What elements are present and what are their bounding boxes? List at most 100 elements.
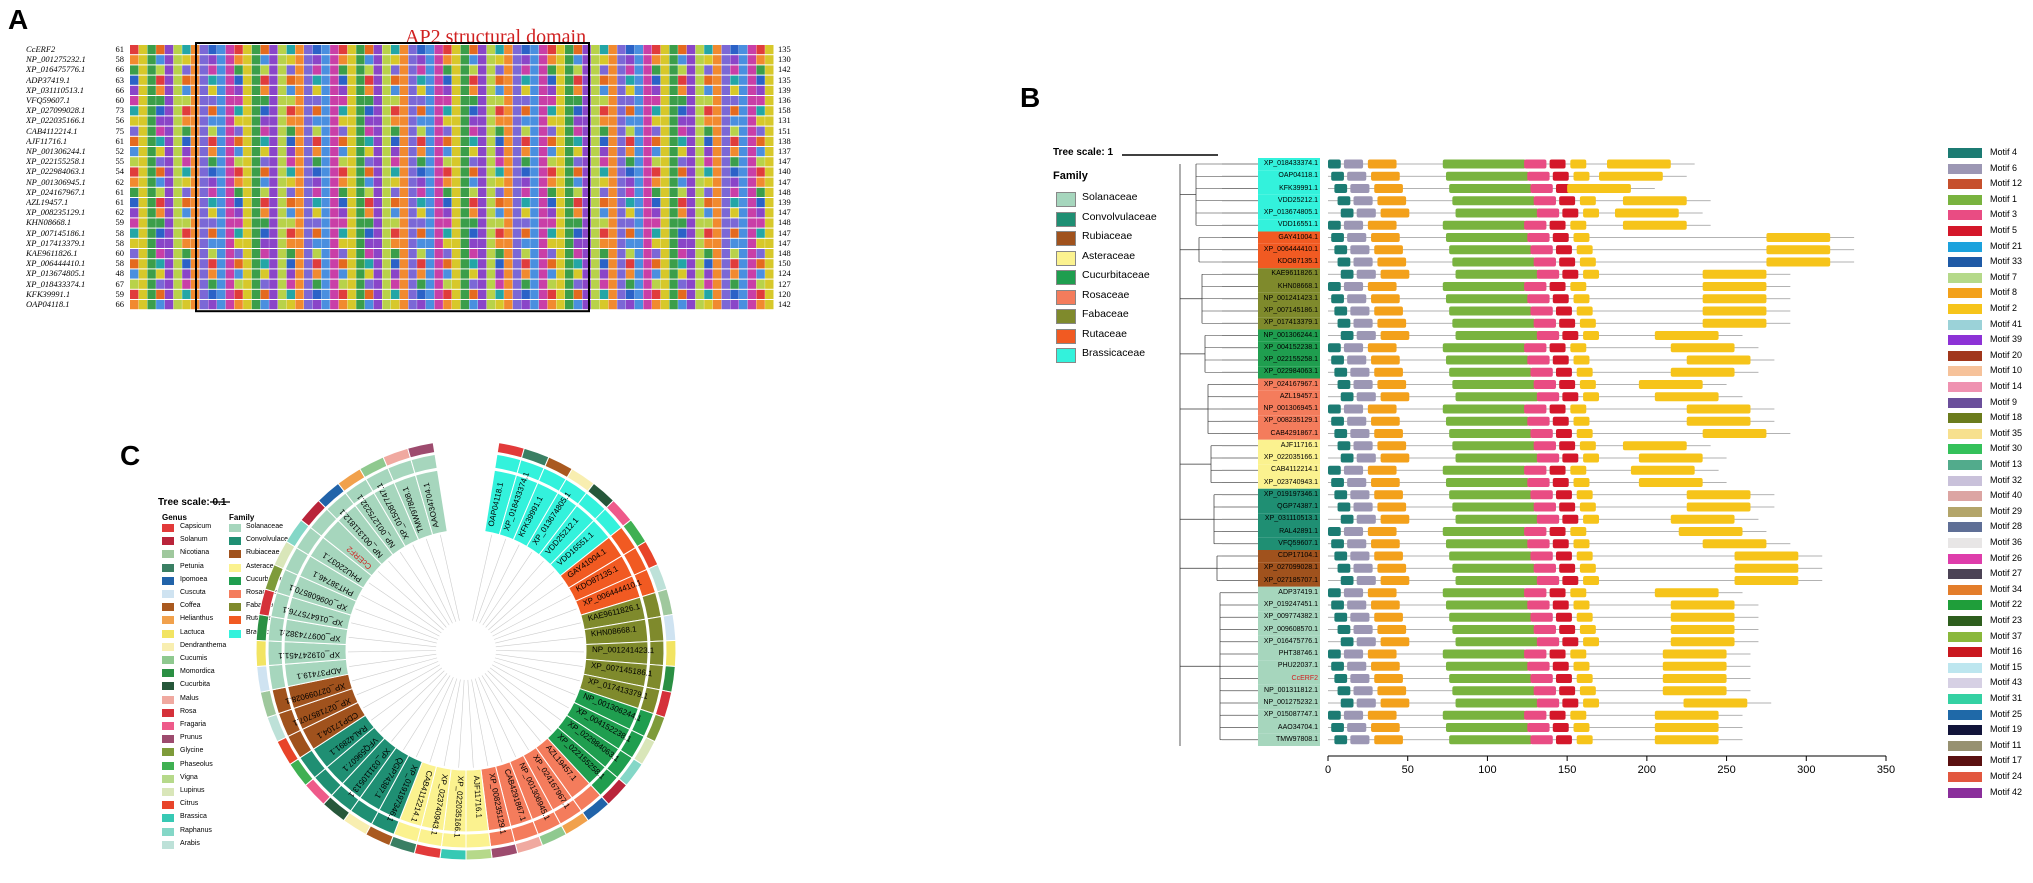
residue-cell	[547, 45, 556, 55]
residue-cell	[225, 259, 235, 269]
taxon-family-band	[1258, 280, 1320, 293]
residue-cell	[730, 228, 739, 238]
residue-cell	[608, 147, 617, 157]
residue-cell	[512, 249, 522, 259]
residue-cell	[147, 218, 156, 228]
residue-cell	[130, 106, 139, 116]
residue-cell	[443, 228, 452, 238]
residue-cell	[721, 300, 730, 310]
residue-cell	[173, 238, 182, 248]
residue-cell	[556, 126, 565, 136]
residue-cell	[234, 269, 243, 279]
residue-cell	[573, 228, 583, 238]
motif-box	[1552, 355, 1569, 365]
residue-cell	[573, 147, 583, 157]
residue-cell	[565, 65, 574, 75]
motif-box	[1583, 208, 1600, 218]
residue-cell	[599, 126, 609, 136]
residue-cell	[217, 147, 226, 157]
residue-cell	[739, 279, 748, 289]
residue-cell	[330, 65, 339, 75]
residue-cell	[130, 249, 139, 259]
motif-box	[1576, 245, 1593, 255]
residue-cell	[269, 187, 278, 197]
residue-cell	[338, 208, 348, 218]
residue-cell	[660, 198, 670, 208]
residue-cell	[712, 65, 722, 75]
residue-cell	[695, 238, 704, 248]
residue-cell	[765, 187, 774, 197]
residue-cell	[182, 116, 191, 126]
taxon-family-band	[1258, 231, 1320, 244]
residue-cell	[608, 238, 617, 248]
motif-swatch	[1948, 725, 1982, 736]
residue-cell	[538, 249, 548, 259]
residue-cell	[530, 300, 539, 310]
motif-box	[1555, 429, 1572, 438]
tree-branch-c	[494, 608, 577, 640]
residue-cell	[277, 187, 287, 197]
motif-box	[1562, 637, 1579, 647]
residue-cell	[686, 147, 696, 157]
motif-label: Motif 19	[1990, 724, 2023, 735]
residue-cell	[234, 157, 243, 167]
sequence-name: CcERF2	[26, 44, 56, 54]
genus-swatch	[162, 695, 174, 704]
residue-cell	[538, 55, 548, 65]
residue-cell	[260, 228, 269, 238]
residue-cell	[625, 208, 635, 218]
residue-cell	[330, 228, 339, 238]
residue-cell	[156, 157, 165, 167]
residue-cell	[460, 238, 469, 248]
residue-cell	[617, 187, 626, 197]
residue-cell	[399, 218, 409, 228]
motif-box	[1350, 612, 1370, 622]
residue-cell	[304, 75, 313, 85]
tree-branch-c	[489, 667, 561, 721]
residue-cell	[164, 187, 174, 197]
motif-box	[1654, 710, 1719, 720]
residue-cell	[730, 65, 739, 75]
residue-cell	[425, 147, 435, 157]
motif-box	[1343, 343, 1364, 353]
residue-cell	[469, 136, 478, 146]
motif-label: Motif 27	[1990, 568, 2023, 579]
taxon-label: NP_001311812.1	[1264, 686, 1318, 694]
residue-cell	[408, 289, 417, 299]
residue-cell	[451, 198, 461, 208]
residue-cell	[669, 269, 678, 279]
motif-box	[1340, 269, 1354, 279]
residue-cell	[312, 300, 322, 310]
motif-box	[1328, 710, 1341, 720]
motif-box	[1374, 245, 1403, 255]
residue-cell	[373, 208, 382, 218]
residue-cell	[243, 289, 252, 299]
residue-cell	[608, 106, 617, 116]
residue-cell	[399, 85, 409, 95]
residue-cell	[521, 55, 530, 65]
residue-cell	[704, 228, 713, 238]
motif-box	[1367, 465, 1397, 475]
residue-cell	[660, 55, 670, 65]
residue-cell	[765, 106, 774, 116]
residue-cell	[652, 126, 661, 136]
motif-box	[1573, 171, 1590, 181]
residue-cell	[556, 96, 565, 106]
motif-box	[1562, 453, 1579, 463]
residue-cell	[347, 218, 356, 228]
motif-box	[1337, 625, 1351, 634]
residue-cell	[173, 126, 182, 136]
residue-cell	[138, 279, 148, 289]
residue-cell	[364, 136, 374, 146]
residue-cell	[756, 289, 765, 299]
residue-cell	[608, 116, 617, 126]
residue-cell	[321, 136, 330, 146]
motif-swatch	[1948, 491, 1982, 502]
residue-cell	[269, 228, 278, 238]
residue-cell	[504, 75, 513, 85]
residue-cell	[338, 198, 348, 208]
residue-cell	[747, 249, 757, 259]
residue-cell	[391, 147, 400, 157]
residue-cell	[599, 289, 609, 299]
residue-cell	[217, 259, 226, 269]
